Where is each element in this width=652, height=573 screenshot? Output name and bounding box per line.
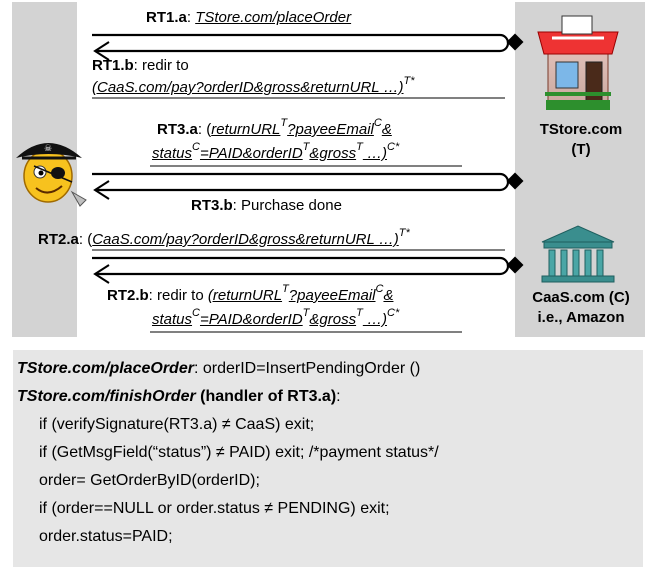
rt2a-url: CaaS.com/pay?orderID&gross&returnURL …) bbox=[92, 231, 399, 248]
rt3a-q1: status bbox=[152, 145, 193, 162]
rt3a-t2: T bbox=[302, 141, 310, 153]
finishorder-endpoint: TStore.com/finishOrder bbox=[17, 388, 196, 405]
rt2b-p3: & bbox=[383, 287, 394, 304]
rt2b-s2: C bbox=[375, 283, 384, 295]
pirate-user-icon: ☠ bbox=[16, 143, 87, 207]
rt3a-q4: …) bbox=[362, 145, 387, 162]
rt3a-p2: ?payeeEmail bbox=[287, 121, 374, 138]
rt2-arrow bbox=[92, 256, 524, 284]
rt3b-label: RT3.b: Purchase done bbox=[191, 197, 342, 215]
rt3-arrow bbox=[92, 172, 524, 200]
rt3b-id: RT3.b bbox=[191, 197, 233, 214]
rt1b-line2: (CaaS.com/pay?orderID&gross&returnURL …)… bbox=[92, 75, 415, 98]
bank-icon bbox=[541, 225, 615, 283]
rt2a-sep: : ( bbox=[78, 231, 93, 248]
rt2b-q1: status bbox=[152, 311, 193, 328]
rt2b-s1: T bbox=[282, 283, 289, 295]
rt2b-id: RT2.b bbox=[107, 287, 149, 304]
rt3b-text: : Purchase done bbox=[232, 197, 342, 214]
rt3a-p1: returnURL bbox=[211, 121, 281, 138]
rt1a-url: TStore.com/placeOrder bbox=[195, 9, 352, 26]
rt2b-p2: ?payeeEmail bbox=[288, 287, 376, 304]
rt3a-t1: C bbox=[192, 141, 200, 153]
code-line-placeorder: TStore.com/placeOrder: orderID=InsertPen… bbox=[17, 359, 420, 379]
tstore-name: TStore.com bbox=[539, 121, 623, 138]
rt1a-sep: : bbox=[186, 9, 196, 26]
rt3a-label: RT3.a: (returnURLT?payeeEmailC& bbox=[157, 117, 392, 140]
finishorder-note: (handler of RT3.a) bbox=[195, 388, 337, 405]
rt3a-q3: &gross bbox=[309, 145, 357, 162]
rt3a-line2: statusC=PAID&orderIDT&grossT …)C* bbox=[152, 141, 399, 164]
rt2b-line2: statusC=PAID&orderIDT&grossT …)C* bbox=[152, 307, 399, 330]
store-icon bbox=[537, 15, 619, 110]
tstore-abbrev: (T) bbox=[571, 141, 591, 158]
diagram-canvas: ☠ bbox=[12, 2, 645, 337]
rt1b-url: (CaaS.com/pay?orderID&gross&returnURL …) bbox=[92, 79, 404, 96]
rt3a-t3: T bbox=[356, 141, 363, 153]
rt2b-t3: T bbox=[356, 307, 363, 319]
rt2b-q3: &gross bbox=[309, 311, 357, 328]
rt3a-s1: T bbox=[280, 117, 288, 129]
tstore-label: TStore.com (T) bbox=[520, 120, 642, 160]
rt2a-label: RT2.a: (CaaS.com/pay?orderID&gross&retur… bbox=[38, 227, 410, 250]
rt2b-text: : redir to bbox=[148, 287, 208, 304]
code-body-line: if (order==NULL or order.status ≠ PENDIN… bbox=[39, 500, 390, 517]
rt3a-p3: & bbox=[381, 121, 392, 138]
placeorder-body: : orderID=InsertPendingOrder () bbox=[193, 360, 421, 377]
finishorder-colon: : bbox=[336, 388, 341, 405]
svg-text:☠: ☠ bbox=[44, 144, 52, 154]
rt2b-label: RT2.b: redir to (returnURLT?payeeEmailC& bbox=[107, 283, 394, 306]
rt2b-t2: T bbox=[302, 307, 310, 319]
caas-name: CaaS.com (C) bbox=[532, 289, 630, 306]
rt3a-t4: C* bbox=[387, 141, 400, 153]
rt1a-label: RT1.a: TStore.com/placeOrder bbox=[146, 9, 351, 27]
placeorder-endpoint: TStore.com/placeOrder bbox=[17, 360, 194, 377]
rt1b-text: : redir to bbox=[133, 57, 189, 74]
code-line-finishorder: TStore.com/finishOrder (handler of RT3.a… bbox=[17, 387, 341, 407]
rt1a-id: RT1.a bbox=[146, 9, 187, 26]
rt2a-sup: T* bbox=[398, 227, 410, 239]
code-body-line: if (verifySignature(RT3.a) ≠ CaaS) exit; bbox=[39, 416, 315, 433]
rt2b-q4: …) bbox=[362, 311, 387, 328]
code-body-line: if (GetMsgField(“status”) ≠ PAID) exit; … bbox=[39, 444, 439, 461]
rt2b-p1: (returnURL bbox=[207, 287, 283, 304]
rt3a-s2: C bbox=[373, 117, 382, 129]
caas-label: CaaS.com (C) i.e., Amazon bbox=[517, 288, 645, 328]
code-body-line: order.status=PAID; bbox=[39, 528, 173, 545]
rt1b-label: RT1.b: redir to bbox=[92, 57, 189, 75]
rt1b-id: RT1.b bbox=[92, 57, 134, 74]
rt2a-id: RT2.a bbox=[38, 231, 79, 248]
protocol-diagram: ☠ RT1.a: TStore.com/placeOrder RT1.b: re… bbox=[12, 2, 645, 337]
handler-code-panel: TStore.com/placeOrder: orderID=InsertPen… bbox=[13, 350, 643, 567]
rt3a-id: RT3.a bbox=[157, 121, 198, 138]
caas-note: i.e., Amazon bbox=[537, 309, 625, 326]
code-body-line: order= GetOrderByID(orderID); bbox=[39, 472, 260, 489]
rt2b-q2: =PAID&orderID bbox=[199, 311, 303, 328]
rt3a-sep: : ( bbox=[197, 121, 212, 138]
rt3a-q2: =PAID&orderID bbox=[199, 145, 303, 162]
rt1b-sup: T* bbox=[403, 75, 415, 87]
rt2b-t4: C* bbox=[387, 307, 400, 319]
rt2b-t1: C bbox=[192, 307, 200, 319]
